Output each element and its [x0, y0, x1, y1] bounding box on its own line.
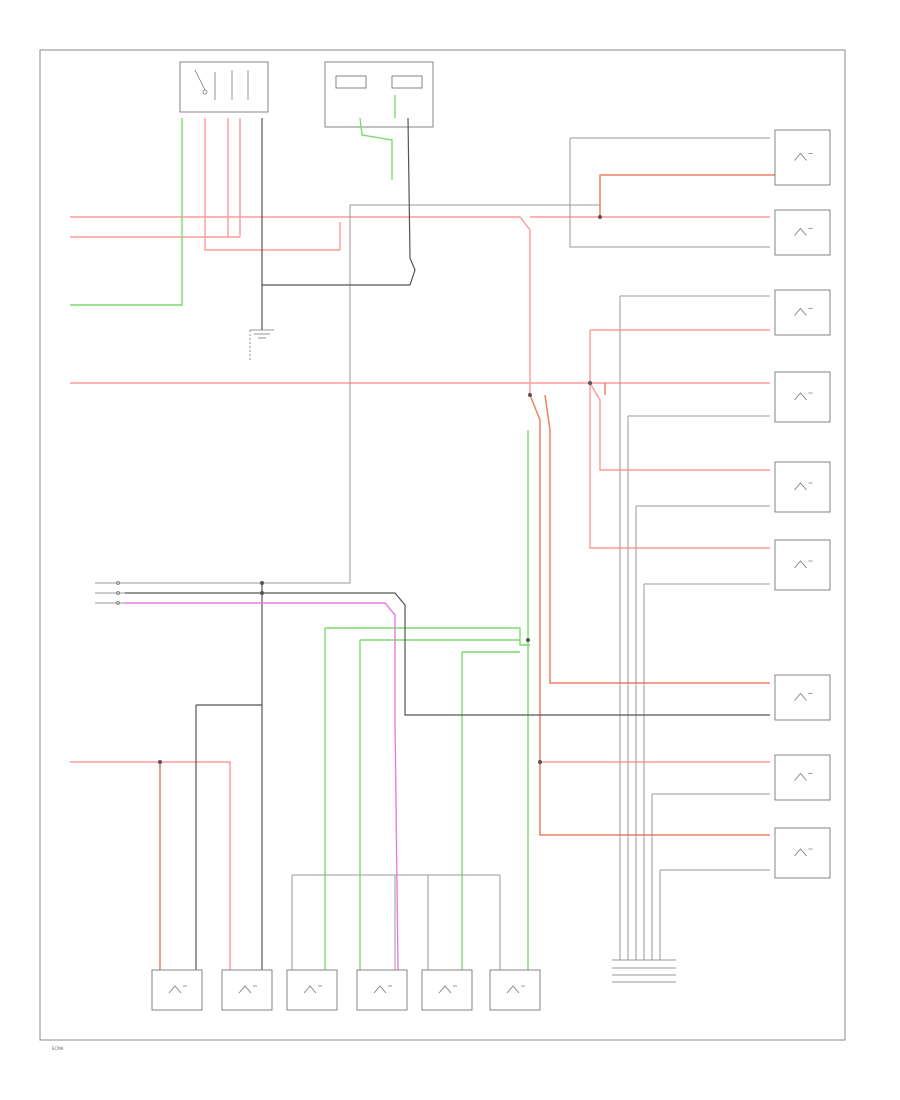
bottom-component-3 — [286, 969, 338, 1011]
right-component-2 — [774, 209, 831, 256]
wires-red — [70, 118, 770, 970]
diagram-frame — [39, 49, 846, 1041]
bottom-component-6 — [489, 969, 541, 1011]
right-component-9 — [774, 827, 831, 879]
bottom-components — [151, 969, 541, 1011]
right-component-7 — [774, 674, 831, 721]
bottom-component-5 — [421, 969, 473, 1011]
bottom-component-4 — [356, 969, 408, 1011]
right-component-8 — [774, 754, 831, 801]
wires-violet — [125, 602, 399, 971]
left-connector-block — [95, 581, 125, 605]
bottom-component-1 — [151, 969, 203, 1011]
right-components — [774, 129, 831, 879]
wires-green — [70, 95, 530, 970]
right-component-6 — [774, 539, 831, 591]
right-component-4 — [774, 371, 831, 423]
ground-symbol-right — [612, 959, 676, 983]
wires-black — [125, 117, 770, 970]
right-component-3 — [774, 289, 831, 336]
bottom-component-2 — [221, 969, 273, 1011]
splice-dots — [158, 215, 602, 764]
footer-code: ECMA — [52, 1046, 64, 1051]
wires-orange — [159, 174, 775, 970]
right-component-5 — [774, 461, 831, 513]
top-left-switch-assembly — [179, 61, 269, 113]
wires-gray — [125, 137, 770, 970]
ground-symbol-top — [249, 329, 274, 360]
right-component-1 — [774, 129, 831, 186]
top-center-switch-assembly — [324, 61, 434, 128]
